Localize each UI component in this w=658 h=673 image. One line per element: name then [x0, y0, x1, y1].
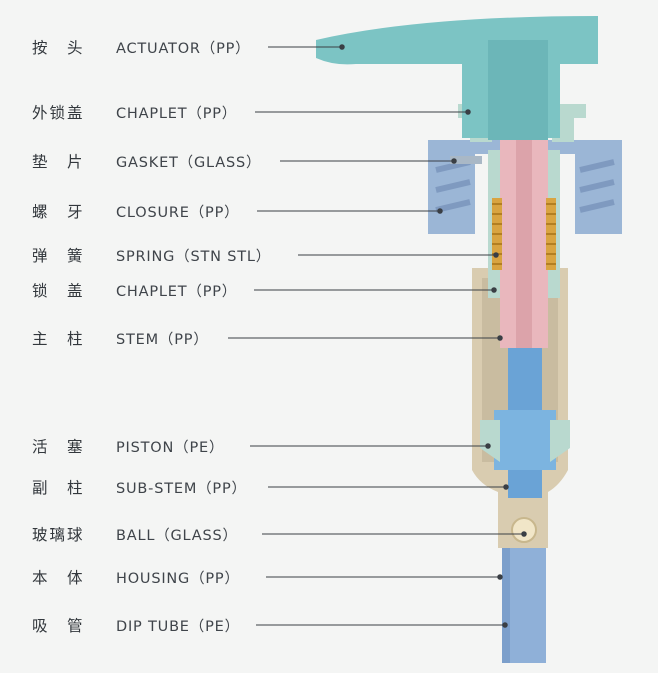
- leader-lines: [228, 44, 527, 628]
- label-chaplet: 锁 盖 CHAPLET（PP）: [0, 278, 237, 302]
- label-housing-en: HOUSING（PP）: [116, 570, 240, 587]
- spring-part: [492, 198, 556, 270]
- label-closure-en: CLOSURE（PP）: [116, 204, 240, 221]
- label-gasket-zh: 垫 片: [32, 153, 85, 171]
- label-outer-chaplet-en: CHAPLET（PP）: [116, 105, 238, 122]
- label-housing-zh: 本 体: [32, 569, 85, 587]
- label-spring: 弹 簧 SPRING（STN STL）: [0, 243, 271, 267]
- label-ball-en: BALL（GLASS）: [116, 527, 238, 544]
- label-gasket: 垫 片 GASKET（GLASS）: [0, 149, 261, 173]
- label-piston-en: PISTON（PE）: [116, 439, 225, 456]
- label-ball-zh: 玻璃球: [32, 526, 85, 544]
- label-ball: 玻璃球 BALL（GLASS）: [0, 522, 238, 546]
- label-actuator-en: ACTUATOR（PP）: [116, 40, 251, 57]
- label-actuator: 按 头 ACTUATOR（PP）: [0, 35, 251, 59]
- stem-part: [500, 128, 548, 348]
- label-dip-tube-en: DIP TUBE（PE）: [116, 618, 240, 635]
- label-stem-en: STEM（PP）: [116, 331, 209, 348]
- label-sub-stem-en: SUB-STEM（PP）: [116, 480, 247, 497]
- label-stem-zh: 主 柱: [32, 330, 85, 348]
- label-spring-en: SPRING（STN STL）: [116, 248, 272, 265]
- label-stem: 主 柱 STEM（PP）: [0, 326, 209, 350]
- label-closure-zh: 螺 牙: [32, 203, 85, 221]
- label-dip-tube: 吸 管 DIP TUBE（PE）: [0, 613, 240, 637]
- label-actuator-zh: 按 头: [32, 39, 85, 57]
- dip-tube-part: [502, 545, 546, 663]
- label-sub-stem-zh: 副 柱: [32, 479, 85, 497]
- label-dip-tube-zh: 吸 管: [32, 617, 85, 635]
- sub-stem-part: [494, 348, 556, 498]
- label-outer-chaplet: 外锁盖 CHAPLET（PP）: [0, 100, 237, 124]
- label-outer-chaplet-zh: 外锁盖: [32, 104, 85, 122]
- ball-part: [511, 517, 537, 543]
- label-spring-zh: 弹 簧: [32, 247, 85, 265]
- label-piston-zh: 活 塞: [32, 438, 85, 456]
- label-chaplet-zh: 锁 盖: [32, 282, 85, 300]
- label-piston: 活 塞 PISTON（PE）: [0, 434, 224, 458]
- gasket-part: [450, 156, 482, 164]
- actuator-part: [316, 16, 598, 140]
- label-chaplet-en: CHAPLET（PP）: [116, 283, 238, 300]
- piston-part: [480, 420, 570, 462]
- label-closure: 螺 牙 CLOSURE（PP）: [0, 199, 239, 223]
- label-housing: 本 体 HOUSING（PP）: [0, 565, 240, 589]
- label-sub-stem: 副 柱 SUB-STEM（PP）: [0, 475, 247, 499]
- label-gasket-en: GASKET（GLASS）: [116, 154, 262, 171]
